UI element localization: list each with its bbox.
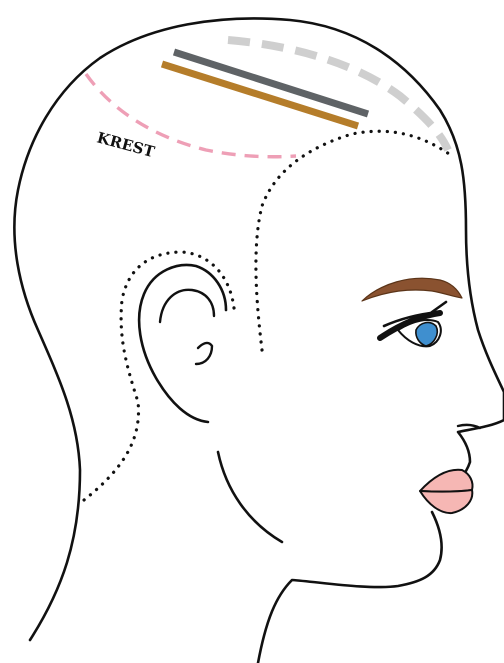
- ear-inner: [160, 290, 214, 322]
- chin-outline: [258, 512, 442, 663]
- crest-label: KREST: [95, 128, 157, 161]
- jawline: [218, 452, 282, 542]
- eye: [380, 302, 446, 346]
- lower-lip: [420, 490, 472, 513]
- hairline-dotted-ear: [84, 252, 234, 500]
- section-line-gold: [162, 64, 358, 126]
- nostril: [458, 425, 480, 428]
- ear: [139, 265, 226, 422]
- ear-outer: [139, 265, 226, 422]
- lips: [420, 470, 473, 513]
- upper-lip: [420, 470, 473, 492]
- eyebrow: [362, 278, 462, 301]
- ear-lobe: [196, 343, 212, 364]
